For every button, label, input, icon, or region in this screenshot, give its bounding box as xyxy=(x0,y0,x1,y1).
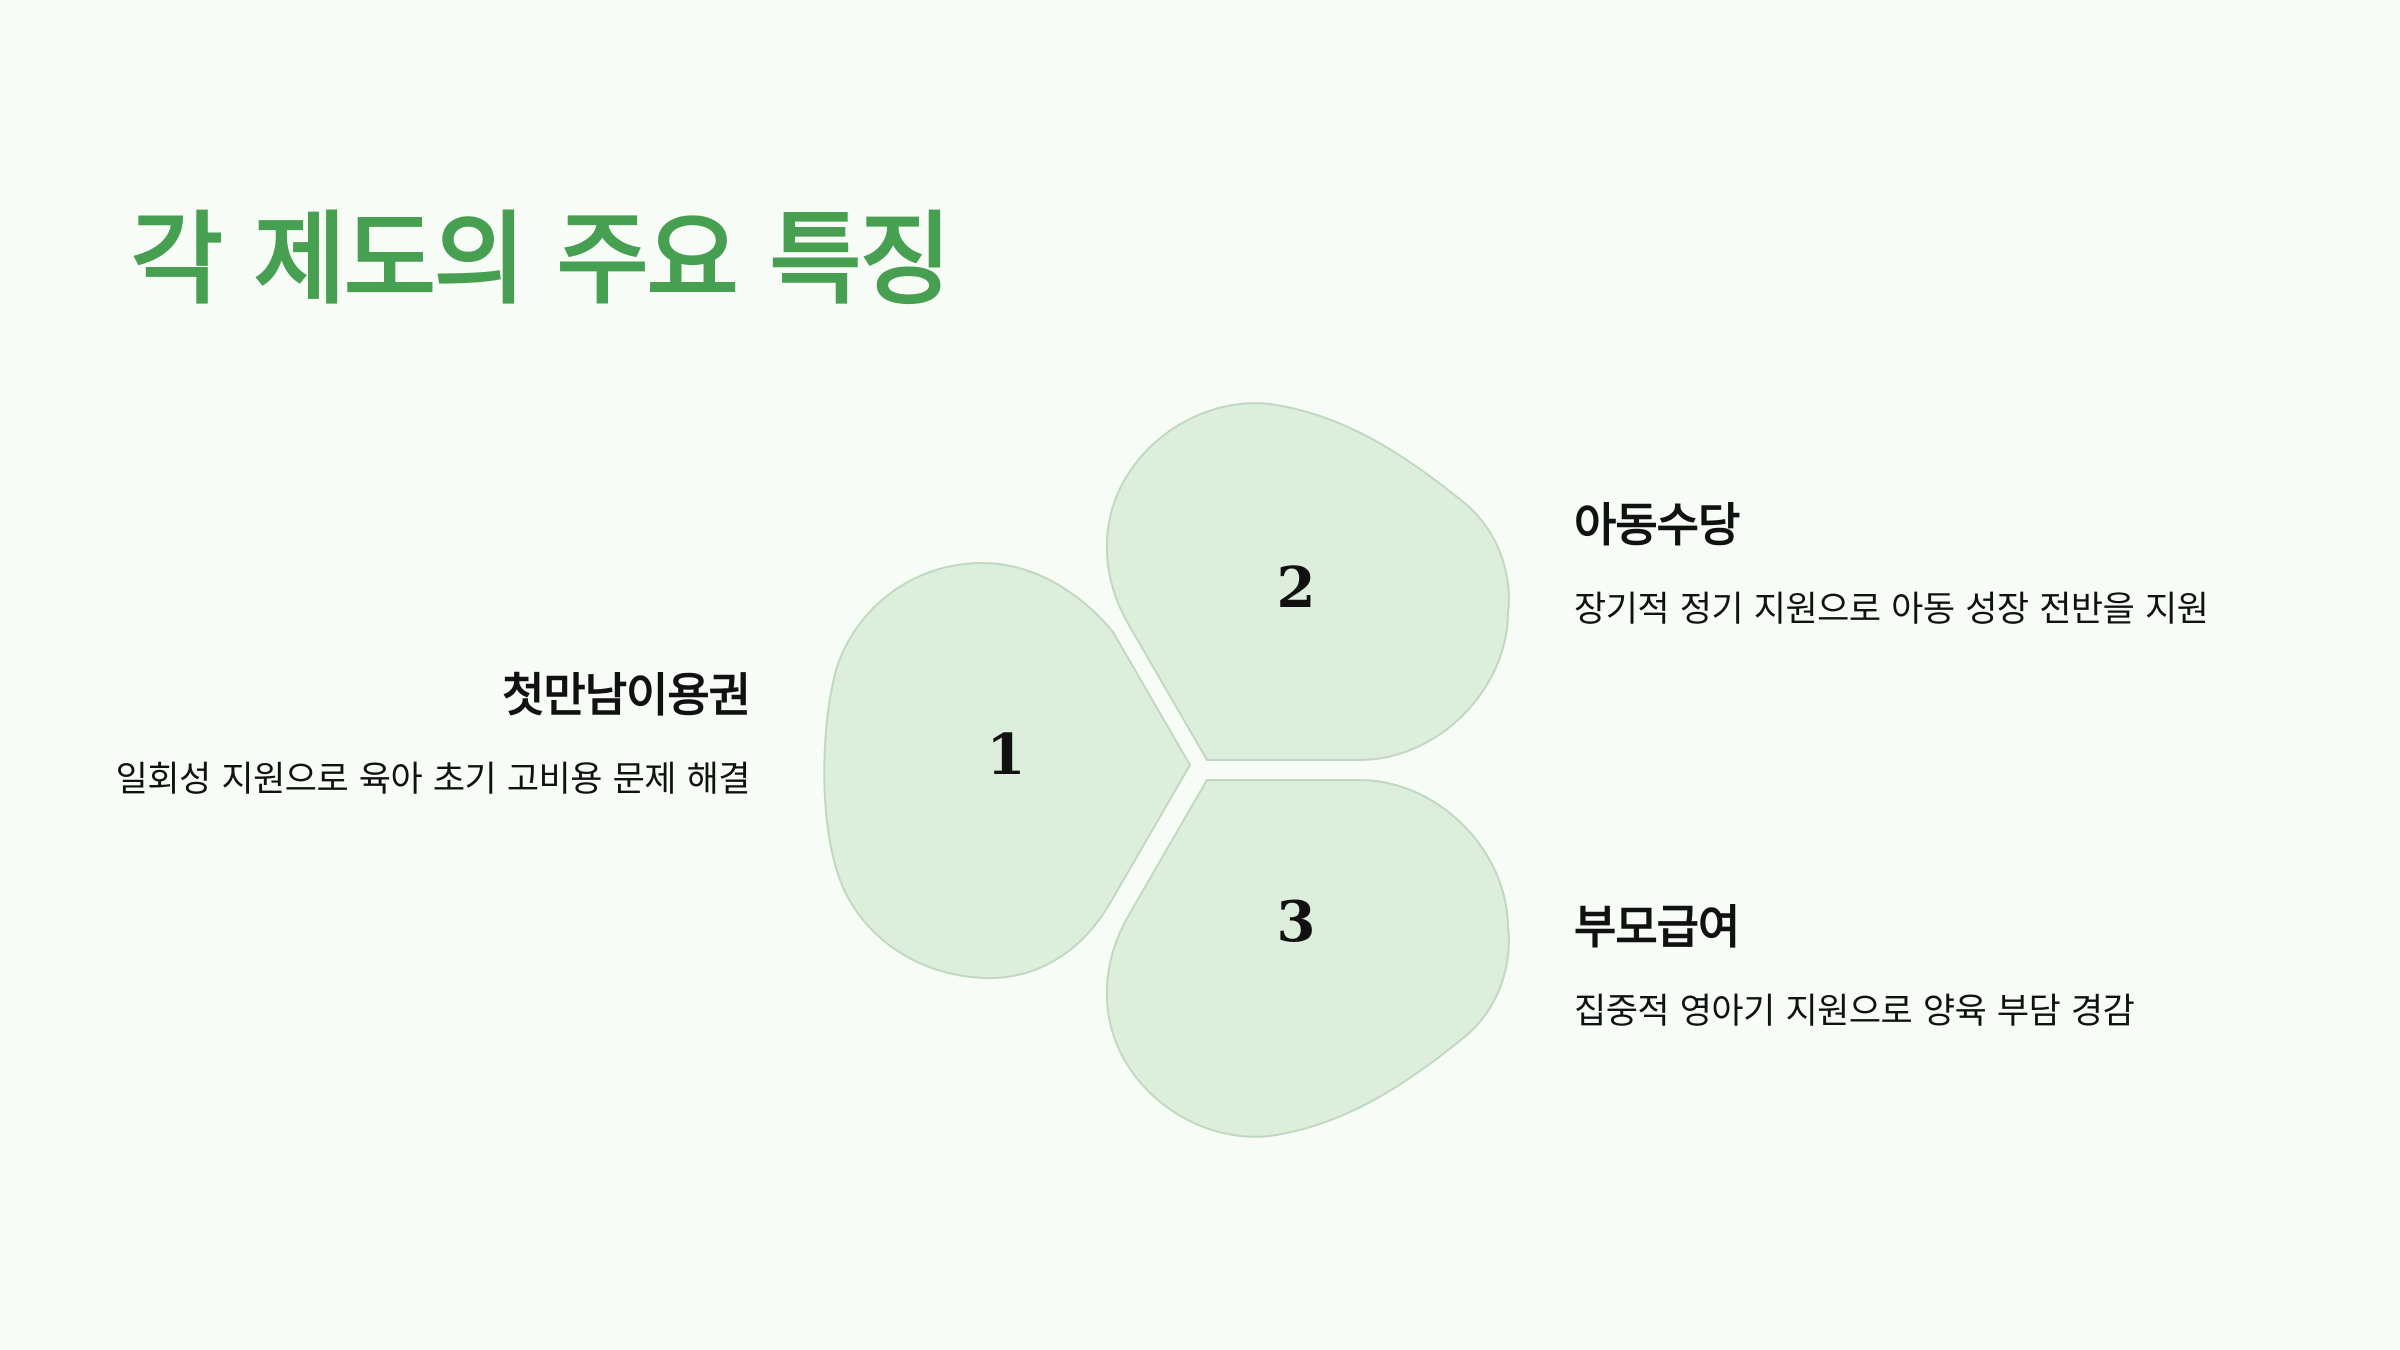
page-title: 각 제도의 주요 특징 xyxy=(131,201,951,318)
petal-2 xyxy=(1105,402,1510,761)
item-first-meeting-voucher: 첫만남이용권 일회성 지원으로 육아 초기 고비용 문제 해결 xyxy=(110,668,751,809)
petal-3 xyxy=(1105,779,1510,1138)
petal-1 xyxy=(823,561,1192,980)
item-child-allowance: 아동수당 장기적 정기 지원으로 아동 성장 전반을 지원 xyxy=(1574,498,2374,639)
item-description: 집중적 영아기 지원으로 양육 부담 경감 xyxy=(1574,992,2135,1033)
item-description: 일회성 지원으로 육아 초기 고비용 문제 해결 xyxy=(115,760,751,801)
item-heading: 부모급여 xyxy=(1574,900,1740,954)
item-description: 장기적 정기 지원으로 아동 성장 전반을 지원 xyxy=(1574,590,2209,631)
petal-number-3: 3 xyxy=(1277,889,1316,955)
petal-number-1: 1 xyxy=(987,722,1026,788)
item-heading: 첫만남이용권 xyxy=(502,668,751,722)
petal-number-2: 2 xyxy=(1277,555,1316,621)
item-parent-benefit: 부모급여 집중적 영아기 지원으로 양육 부담 경감 xyxy=(1574,900,2374,1041)
item-heading: 아동수당 xyxy=(1574,498,1740,552)
